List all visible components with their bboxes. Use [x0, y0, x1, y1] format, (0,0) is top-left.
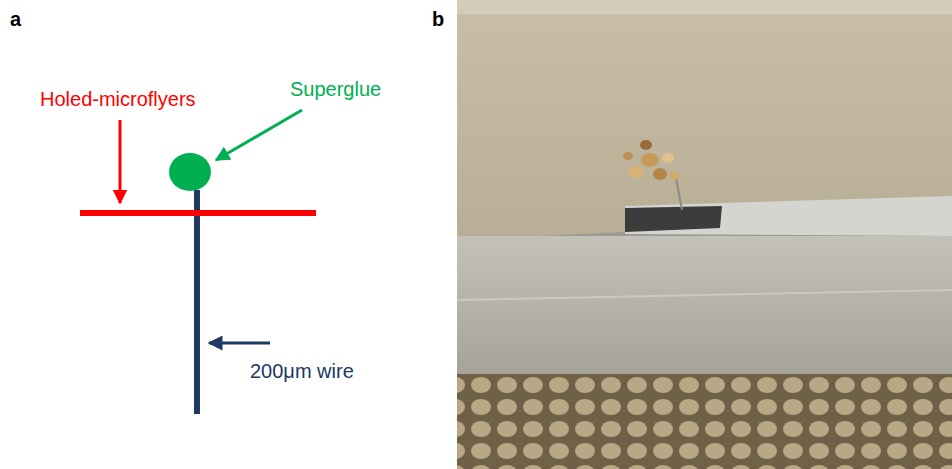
block-edge: [457, 290, 952, 300]
part-label: Holed-microflyers: [40, 88, 196, 111]
part-label: 200μm wire: [250, 360, 354, 383]
block-slot: [625, 206, 722, 232]
leader-arrow: [119, 120, 122, 203]
leader-arrow: [216, 110, 302, 160]
panel-letter: b: [432, 8, 444, 31]
leader-arrow: [209, 342, 270, 345]
acrylic-edge: [457, 0, 952, 14]
microflyer-line: [80, 210, 316, 216]
glue-dot: [169, 153, 211, 191]
photo-wire: [676, 178, 682, 210]
part-label: Superglue: [290, 78, 381, 101]
panel-letter: a: [10, 8, 21, 31]
microflyers: [623, 140, 679, 180]
block-top: [625, 196, 952, 236]
foam-base: [457, 374, 952, 469]
wire-line: [194, 190, 200, 414]
photo-background: [457, 0, 952, 469]
block-face: [457, 236, 952, 374]
photo: [457, 0, 952, 469]
